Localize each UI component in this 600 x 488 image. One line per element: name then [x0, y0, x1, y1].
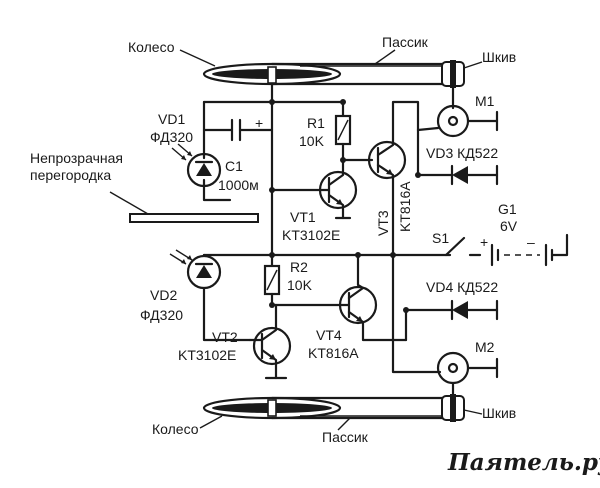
label-vt4-type: KT816A	[308, 345, 359, 361]
label-belt-bottom: Пассик	[322, 429, 369, 445]
photodiode-vd2	[169, 249, 252, 342]
label-bat-plus: +	[480, 234, 488, 250]
transistor-vt4	[338, 253, 408, 342]
bottom-belt	[270, 396, 454, 420]
motor-m2	[436, 351, 499, 400]
label-vt3-type: KT816A	[397, 181, 413, 232]
label-r2-value: 10K	[287, 277, 313, 293]
label-vd2-type: ФД320	[140, 307, 183, 323]
top-drive	[202, 60, 465, 110]
label-r2: R2	[290, 259, 308, 275]
label-c1-value: 1000м	[218, 177, 259, 193]
label-vt3: VT3	[375, 210, 391, 236]
label-vd2: VD2	[150, 287, 177, 303]
capacitor-c1	[202, 118, 274, 142]
top-belt	[270, 62, 454, 86]
label-m1: M1	[475, 93, 495, 109]
label-pulley-top: Шкив	[482, 49, 516, 65]
transistor-vt2	[248, 303, 292, 380]
label-s1: S1	[432, 230, 449, 246]
bottom-drive	[202, 394, 465, 422]
label-partition-line2: перегородка	[30, 167, 111, 183]
switch-s1	[444, 236, 482, 257]
label-m2: M2	[475, 339, 495, 355]
label-r1-value: 10K	[299, 133, 325, 149]
label-c1-plus: +	[255, 115, 263, 131]
label-vt2: VT2	[212, 329, 238, 345]
label-c1: C1	[225, 158, 243, 174]
label-partition-line1: Непрозрачная	[30, 150, 123, 166]
diode-vd4	[404, 299, 499, 321]
label-pulley-bottom: Шкив	[482, 405, 516, 421]
resistor-r2	[263, 253, 281, 307]
resistor-r1	[334, 100, 374, 163]
label-vd3: VD3 КД522	[426, 145, 498, 161]
label-vd4: VD4 КД522	[426, 279, 498, 295]
label-vd1: VD1	[158, 111, 185, 127]
motor-m1	[416, 104, 499, 138]
label-vt1-type: KT3102E	[282, 227, 340, 243]
label-vt1: VT1	[290, 209, 316, 225]
label-r1: R1	[307, 115, 325, 131]
label-vt4: VT4	[316, 327, 342, 343]
label-vt2-type: KT3102E	[178, 347, 236, 363]
transistor-vt3	[367, 100, 420, 257]
opaque-partition	[109, 191, 259, 223]
battery-g1	[490, 233, 569, 267]
photodiode-vd1	[171, 143, 222, 188]
label-bat-minus: –	[527, 234, 535, 250]
label-belt-top: Пассик	[382, 34, 429, 50]
label-vd1-type: ФД320	[150, 129, 193, 145]
label-g1: G1	[498, 201, 517, 217]
label-wheel-top: Колесо	[128, 39, 175, 55]
label-wheel-bottom: Колесо	[152, 421, 199, 437]
transistor-vt1	[270, 158, 358, 220]
label-g1-voltage: 6V	[500, 218, 518, 234]
watermark: Паяmель.ру	[447, 449, 600, 476]
